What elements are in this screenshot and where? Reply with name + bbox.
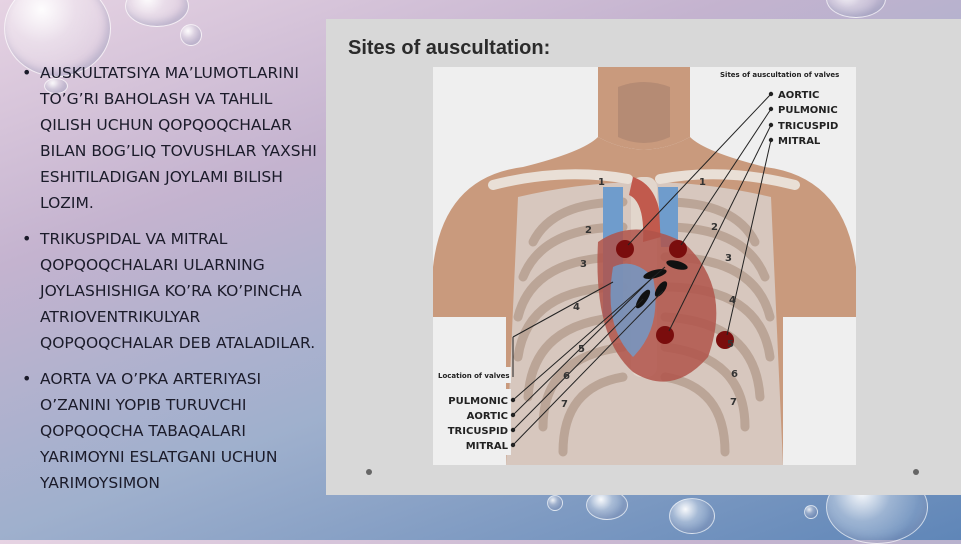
auscultation-spot-mitral (716, 331, 734, 349)
rib-label-left: 5 (578, 344, 585, 355)
decorative-bubble (804, 505, 818, 519)
rib-label-right: 4 (729, 295, 736, 306)
legend-bottom-title: Location of valves (438, 372, 510, 380)
auscultation-spot-tricuspid (656, 326, 674, 344)
panel-title: Sites of auscultation: (348, 37, 551, 59)
rib-label-left: 7 (561, 399, 568, 410)
legend-top-aortic: AORTIC (778, 90, 819, 101)
decorative-bubble (586, 490, 628, 520)
decorative-bubble (547, 495, 563, 511)
decorative-dot (366, 469, 372, 475)
rib-label-left: 2 (585, 225, 592, 236)
rib-label-left: 3 (580, 259, 587, 270)
rib-label-left: 6 (563, 371, 570, 382)
rib-label-right: 3 (725, 253, 732, 264)
bullet-list: AUSKULTATSIYA MA’LUMOTLARINI TO’G’RI BAH… (22, 60, 322, 506)
decorative-bubble (669, 498, 715, 534)
auscultation-spot-aortic (616, 240, 634, 258)
legend-bottom-tricuspid: TRICUSPID (448, 426, 508, 437)
bullet-item: TRIKUSPIDAL VA MITRAL QOPQOQCHALARI ULAR… (22, 226, 322, 356)
legend-top-tricuspid: TRICUSPID (778, 121, 838, 132)
rib-label-left: 4 (573, 302, 580, 313)
decorative-bubble (180, 24, 202, 46)
rib-label-right: 1 (699, 177, 706, 188)
rib-label-right: 5 (727, 339, 734, 350)
rib-label-right: 6 (731, 369, 738, 380)
decorative-dot (913, 469, 919, 475)
legend-bottom-aortic: AORTIC (467, 411, 508, 422)
auscultation-spot-pulmonic (669, 240, 687, 258)
rib-label-left: 1 (598, 177, 605, 188)
bullet-item: AUSKULTATSIYA MA’LUMOTLARINI TO’G’RI BAH… (22, 60, 322, 216)
decorative-bubble (125, 0, 189, 27)
rib-label-right: 2 (711, 222, 718, 233)
legend-top-title: Sites of auscultation of valves (720, 71, 839, 79)
legend-bottom-pulmonic: PULMONIC (448, 396, 508, 407)
image-panel: Sites of auscultation: (326, 19, 961, 495)
legend-top-pulmonic: PULMONIC (778, 105, 838, 116)
legend-top-mitral: MITRAL (778, 136, 821, 147)
rib-label-right: 7 (730, 397, 737, 408)
decorative-bubble (826, 0, 886, 18)
legend-bottom-mitral: MITRAL (466, 441, 509, 452)
bullet-item: AORTA VA O’PKA ARTERIYASI O’ZANINI YOPIB… (22, 366, 322, 496)
auscultation-figure: Sites of auscultation of valves AORTIC P… (433, 67, 856, 465)
